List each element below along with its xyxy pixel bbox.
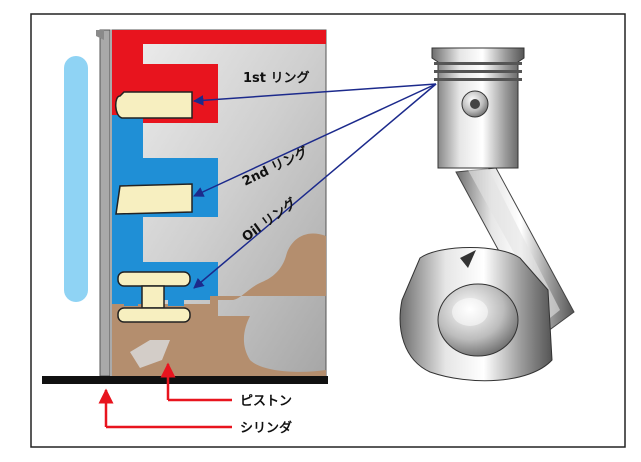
- deck-line: [42, 376, 328, 384]
- piston-label: ピストン: [240, 394, 292, 409]
- oil-ring-leader: [193, 83, 437, 289]
- first-ring-leader: [192, 83, 437, 106]
- first-ring-label: 1st リング: [243, 70, 310, 86]
- first-ring: [115, 91, 193, 119]
- oil-ring: [117, 271, 191, 323]
- piston-rod-illustration: [399, 47, 575, 382]
- second-ring: [115, 183, 193, 215]
- cylinder-label: シリンダ: [240, 420, 292, 436]
- cylinder-wall-top: [96, 30, 104, 40]
- cylinder-wall: [99, 29, 111, 377]
- oil-drain-region: [112, 233, 326, 330]
- second-ring-leader: [193, 83, 437, 197]
- oil-drain-lower: [112, 316, 326, 376]
- cooling-jacket: [64, 56, 88, 302]
- piston-skirt-cut: [130, 340, 170, 368]
